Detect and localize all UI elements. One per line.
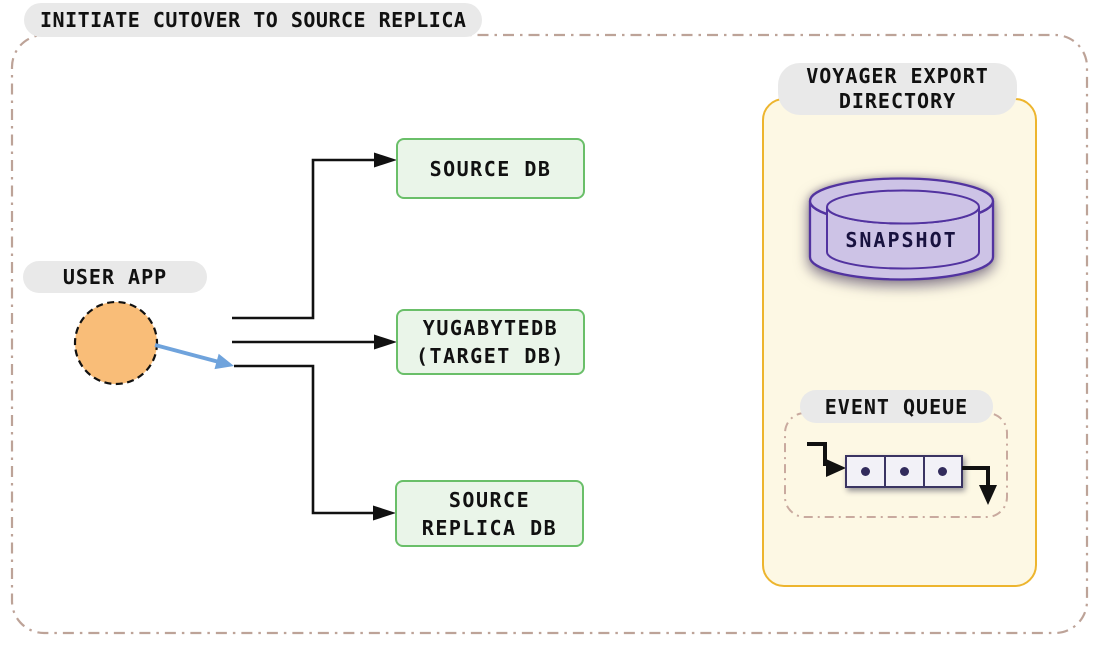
user-app-circle xyxy=(73,300,159,386)
node-target-db: YUGABYTEDB (TARGET DB) xyxy=(396,309,585,375)
connector-user-to-target-db xyxy=(232,334,397,350)
event-queue-label: EVENT QUEUE xyxy=(800,390,993,423)
arrowhead-icon xyxy=(374,334,397,350)
queue-item-dot-icon xyxy=(900,467,909,476)
queue-item-dot-icon xyxy=(938,467,947,476)
voyager-export-directory-label: VOYAGER EXPORT DIRECTORY xyxy=(778,63,1017,115)
user-app-label: USER APP xyxy=(23,261,207,293)
node-source-db-label: SOURCE DB xyxy=(429,156,552,181)
diagram-outer-dashed-border xyxy=(10,33,1089,635)
snapshot-cylinder-icon xyxy=(808,177,995,281)
voyager-label-line1: VOYAGER EXPORT xyxy=(806,64,989,88)
arrowhead-icon xyxy=(374,152,397,168)
queue-inbound-arrow-icon xyxy=(807,442,846,477)
node-source-replica-db-label-line2: REPLICA DB xyxy=(421,515,558,540)
queue-outbound-arrow-icon xyxy=(962,466,997,505)
arrowhead-icon xyxy=(373,505,396,521)
queue-cells xyxy=(845,455,963,488)
node-source-replica-db: SOURCE REPLICA DB xyxy=(395,480,584,547)
connector-user-to-source-db xyxy=(232,152,397,320)
node-source-db: SOURCE DB xyxy=(396,138,585,199)
voyager-label-line2: DIRECTORY xyxy=(838,89,957,113)
node-target-db-label-line2: (TARGET DB) xyxy=(416,344,565,368)
connector-user-to-source-replica-db xyxy=(234,364,396,521)
queue-item-dot-icon xyxy=(861,467,870,476)
node-target-db-label-line1: YUGABYTEDB xyxy=(422,316,559,340)
diagram-title: INITIATE CUTOVER TO SOURCE REPLICA xyxy=(24,3,483,37)
snapshot-label: SNAPSHOT xyxy=(845,228,958,252)
node-source-replica-db-label-line1: SOURCE xyxy=(448,487,531,512)
cutover-arrow-icon xyxy=(154,343,234,370)
